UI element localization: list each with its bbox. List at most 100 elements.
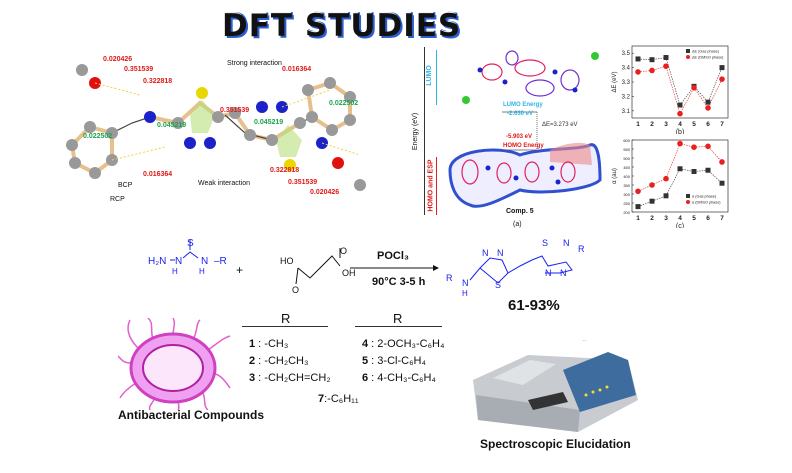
data-point bbox=[649, 67, 655, 74]
data-point bbox=[705, 167, 711, 173]
r-header: R bbox=[393, 311, 403, 326]
homo-bracket bbox=[436, 157, 441, 215]
qtaim-value: 0.351539 bbox=[220, 107, 250, 114]
data-point bbox=[705, 105, 711, 111]
substituent-item: 4 : 2-OCH₃-C₆H₄ bbox=[362, 338, 444, 350]
legend-label: ΔE (DMSO phase) bbox=[692, 56, 724, 60]
strong-interaction-label: Strong interaction bbox=[227, 60, 282, 67]
substituent-item: 1 : -CH₃ bbox=[249, 338, 288, 350]
data-point bbox=[649, 57, 655, 63]
data-point bbox=[635, 69, 641, 75]
lumo-energy-label: LUMO Energy bbox=[503, 102, 543, 108]
homo-energy-label: HOMO Energy bbox=[503, 143, 544, 149]
x-tick-label: 1 bbox=[636, 121, 640, 128]
y-tick-label: 3.3 bbox=[622, 80, 631, 86]
legend-marker bbox=[686, 200, 690, 204]
panel-label: (c) bbox=[676, 223, 684, 228]
panel-label: (b) bbox=[676, 129, 685, 134]
qtaim-value: 0.351539 bbox=[124, 66, 154, 73]
svg-text:O: O bbox=[340, 246, 347, 256]
qtaim-value: 0.045219 bbox=[254, 119, 284, 126]
data-point bbox=[663, 55, 669, 61]
data-point bbox=[635, 188, 641, 195]
substituent-item: 3 : -CH₂CH=CH₂ bbox=[249, 372, 331, 384]
orbital-visualization bbox=[448, 50, 602, 208]
data-point bbox=[691, 144, 697, 150]
svg-text:HO: HO bbox=[280, 256, 294, 266]
y-tick-label: 400 bbox=[623, 174, 630, 179]
legend-marker bbox=[686, 55, 690, 59]
svg-text:N: N bbox=[560, 268, 567, 278]
data-point bbox=[663, 63, 669, 69]
substituent-item: 2 : -CH₂CH₃ bbox=[249, 355, 308, 367]
qtaim-value: 0.322818 bbox=[143, 78, 173, 85]
spectrophotometer-illustration bbox=[473, 340, 638, 432]
data-point bbox=[677, 102, 683, 108]
qtaim-value: 0.016364 bbox=[282, 66, 312, 73]
data-point bbox=[649, 198, 655, 204]
legend-label: α (DMSO phase) bbox=[692, 201, 721, 205]
legend-marker bbox=[686, 49, 690, 53]
compound-label: Comp. 5 bbox=[506, 208, 534, 215]
divider bbox=[355, 326, 442, 327]
compound-number: 1 bbox=[249, 338, 256, 350]
substituent-item: 6 : 4-CH₃-C₆H₄ bbox=[362, 372, 436, 384]
lumo-label: LUMO bbox=[425, 65, 433, 86]
y-axis-label: α (au) bbox=[612, 168, 618, 184]
compound-number: 7 bbox=[318, 393, 325, 405]
rcp-label: RCP bbox=[110, 196, 125, 203]
divider bbox=[242, 326, 328, 327]
compound-number: 3 bbox=[249, 372, 256, 384]
data-point bbox=[677, 110, 683, 117]
x-tick-label: 7 bbox=[720, 121, 724, 128]
qtaim-value: 0.020426 bbox=[103, 56, 133, 63]
qtaim-value: 0.020426 bbox=[310, 189, 340, 196]
substituent-formula: : 3-Cl-C₆H₄ bbox=[368, 355, 426, 367]
x-tick-label: 1 bbox=[636, 215, 640, 222]
x-tick-label: 3 bbox=[664, 215, 668, 222]
substituent-formula: : 4-CH₃-C₆H₄ bbox=[368, 372, 436, 384]
svg-text:N: N bbox=[497, 248, 504, 258]
legend-label: α (Gas phase) bbox=[692, 195, 717, 199]
data-point bbox=[649, 182, 655, 188]
svg-text:S: S bbox=[495, 280, 501, 290]
qtaim-value: 0.351539 bbox=[288, 179, 318, 186]
compound-number: 6 bbox=[362, 372, 369, 384]
y-tick-label: 500 bbox=[623, 156, 630, 161]
yield-label: 61-93% bbox=[508, 297, 560, 314]
qtaim-value: 0.022502 bbox=[83, 133, 113, 140]
plus-sign: + bbox=[236, 263, 244, 277]
svg-text:H: H bbox=[199, 267, 205, 276]
y-tick-label: 550 bbox=[623, 147, 630, 152]
svg-text:N: N bbox=[462, 278, 469, 288]
svg-text:S: S bbox=[542, 238, 548, 248]
substituent-item: 7:-C₆H₁₁ bbox=[318, 393, 359, 405]
svg-text:N: N bbox=[563, 238, 570, 248]
y-tick-label: 3.2 bbox=[622, 94, 631, 100]
x-tick-label: 5 bbox=[692, 121, 696, 128]
substituent-formula: :-C₆H₁₁ bbox=[324, 393, 359, 405]
compound-number: 5 bbox=[362, 355, 369, 367]
bcp-label: BCP bbox=[118, 182, 133, 189]
svg-text:O: O bbox=[292, 285, 299, 295]
series-line bbox=[637, 57, 723, 106]
bacterium-illustration bbox=[118, 318, 231, 410]
y-tick-label: 350 bbox=[623, 183, 630, 188]
substituent-formula: : 2-OCH₃-C₆H₄ bbox=[368, 338, 445, 350]
reagent-label: POCl₃ bbox=[377, 250, 409, 262]
svg-text:N: N bbox=[175, 256, 182, 267]
homo-energy-value: -5.903 eV bbox=[506, 134, 533, 140]
x-tick-label: 7 bbox=[720, 215, 724, 222]
data-point bbox=[719, 180, 725, 186]
lumo-energy-value: -2.630 eV bbox=[507, 111, 534, 117]
svg-text:H₂N: H₂N bbox=[148, 256, 166, 267]
x-tick-label: 4 bbox=[678, 215, 682, 222]
svg-text:H: H bbox=[172, 267, 178, 276]
svg-text:N: N bbox=[482, 248, 489, 258]
weak-interaction-label: Weak interaction bbox=[198, 180, 251, 187]
data-point bbox=[691, 84, 697, 91]
x-tick-label: 5 bbox=[692, 215, 696, 222]
legend-marker bbox=[686, 194, 690, 198]
data-point bbox=[719, 159, 725, 165]
